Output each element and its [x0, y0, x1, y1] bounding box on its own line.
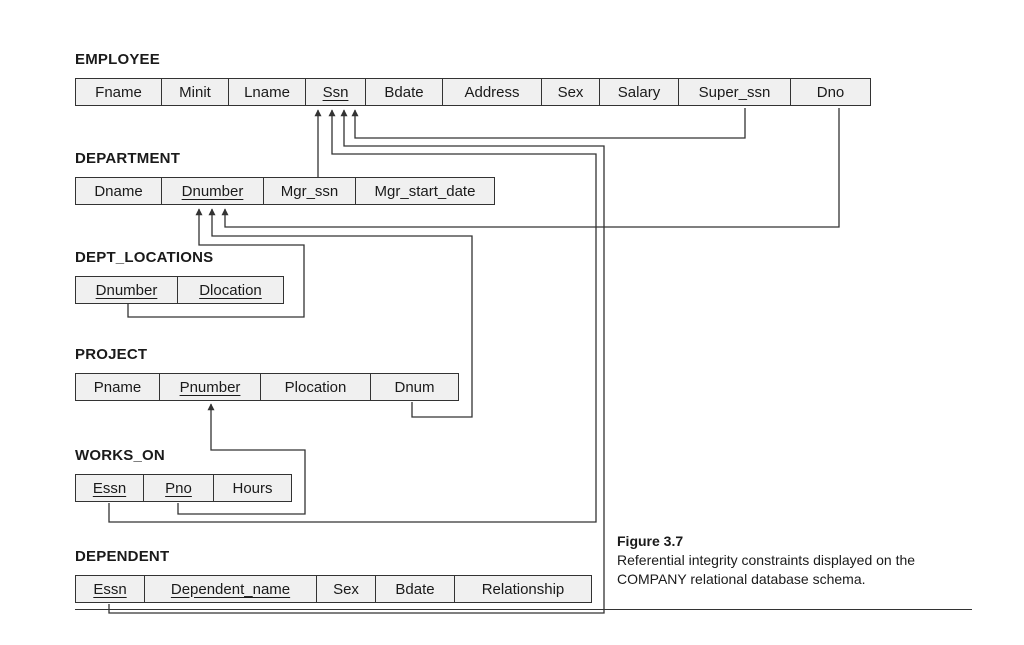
arrow-super-ssn-to-ssn [351, 108, 746, 139]
attr-dept-locations-dnumber: Dnumber [76, 277, 178, 303]
bottom-rule [75, 609, 972, 610]
attr-employee-address: Address [443, 79, 542, 105]
figure-caption: Figure 3.7 Referential integrity constra… [617, 532, 977, 589]
arrow-dnum-to-dnumber [208, 208, 473, 418]
attr-employee-salary: Salary [600, 79, 679, 105]
attr-dependent-dependent-name: Dependent_name [145, 576, 317, 602]
attr-department-dname: Dname [76, 178, 162, 204]
relation-title-dept-locations: DEPT_LOCATIONS [75, 249, 214, 266]
attr-dept-locations-dlocation: Dlocation [199, 281, 262, 299]
relation-title-department: DEPARTMENT [75, 150, 181, 167]
attr-department-mgr-start-date: Mgr_start_date [374, 182, 476, 200]
relation-works-on: Essn Pno Hours [75, 474, 292, 502]
arrow-dependent-essn-to-ssn [108, 109, 605, 614]
arrow-works-on-essn-to-ssn [108, 109, 597, 523]
attr-dependent-bdate: Bdate [376, 576, 455, 602]
attr-employee-sex: Sex [542, 79, 600, 105]
relation-title-employee: EMPLOYEE [75, 51, 160, 68]
attr-works-on-essn: Essn [76, 475, 144, 501]
attr-project-dnum: Dnum [394, 378, 435, 396]
attr-employee-super-ssn: Super_ssn [679, 79, 791, 105]
relation-title-works-on: WORKS_ON [75, 447, 165, 464]
arrow-dno-to-dnumber [221, 108, 840, 228]
figure-caption-text: Referential integrity constraints displa… [617, 552, 916, 587]
attr-employee-bdate: Bdate [366, 79, 443, 105]
relation-title-project: PROJECT [75, 346, 148, 363]
attr-project-pname: Pname [76, 374, 160, 400]
relation-dependent: Essn Dependent_name Sex Bdate Relationsh… [75, 575, 592, 603]
attr-works-on-hours: Hours [232, 479, 273, 497]
relation-title-dependent: DEPENDENT [75, 548, 170, 565]
attr-dependent-essn: Essn [76, 576, 145, 602]
relation-department: Dname Dnumber Mgr_ssn Mgr_start_date [75, 177, 495, 205]
figure-number: Figure 3.7 [617, 533, 684, 549]
attr-dependent-relationship: Relationship [481, 580, 565, 598]
arrow-pno-to-pnumber [177, 403, 306, 515]
attr-works-on-pno: Pno [144, 475, 214, 501]
attr-department-mgr-ssn: Mgr_ssn [264, 178, 356, 204]
attr-dependent-sex: Sex [317, 576, 376, 602]
attr-employee-fname: Fname [76, 79, 162, 105]
arrow-dept-locations-dnumber-to-dnumber [127, 208, 305, 318]
attr-employee-minit: Minit [162, 79, 229, 105]
attr-employee-ssn: Ssn [306, 79, 366, 105]
relation-employee: Fname Minit Lname Ssn Bdate Address Sex … [75, 78, 871, 106]
relation-dept-locations: Dnumber Dlocation [75, 276, 284, 304]
attr-project-plocation: Plocation [261, 374, 371, 400]
attr-project-pnumber: Pnumber [160, 374, 261, 400]
attr-employee-dno: Dno [816, 83, 845, 101]
attr-department-dnumber: Dnumber [162, 178, 264, 204]
attr-employee-lname: Lname [229, 79, 306, 105]
relation-project: Pname Pnumber Plocation Dnum [75, 373, 459, 401]
